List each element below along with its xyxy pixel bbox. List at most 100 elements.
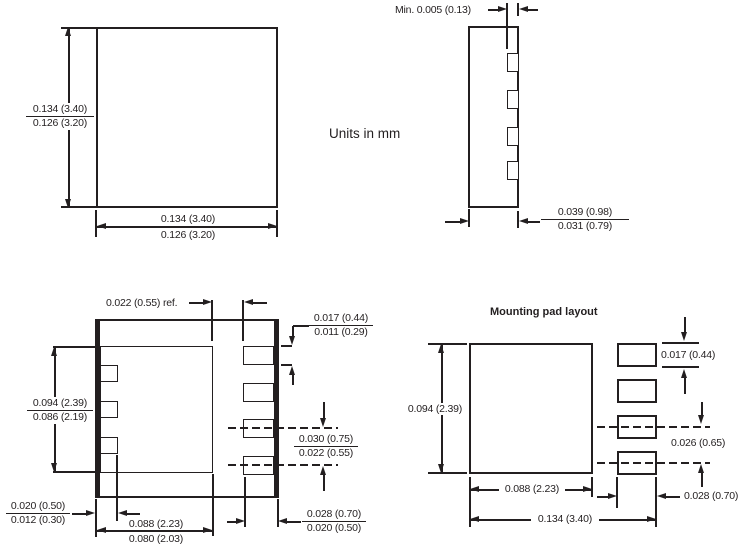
extension-line: [469, 477, 471, 527]
extension-line: [428, 472, 467, 474]
mounting-terminal-pad: [617, 379, 657, 403]
dimension-line: [323, 475, 325, 491]
dimension-label: 0.094 (2.39) 0.086 (2.19): [27, 397, 93, 424]
extension-line: [244, 477, 246, 527]
dimension-label: 0.088 (2.23): [499, 483, 565, 495]
dimension-line: [684, 378, 686, 394]
dimension-label: 0.017 (0.44) 0.011 (0.29): [309, 312, 373, 339]
dimension-label: 0.026 (0.65): [671, 437, 726, 449]
dimension-line: [445, 221, 460, 223]
extension-line: [116, 455, 118, 521]
dimension-line: [127, 513, 140, 515]
arrowhead: [681, 369, 687, 378]
center-pad: [100, 346, 213, 473]
arrowhead: [583, 486, 592, 492]
dimension-line: [287, 521, 301, 523]
extension-line: [428, 343, 467, 345]
arrowhead: [289, 336, 295, 345]
arrowhead: [289, 366, 295, 375]
extension-line: [53, 346, 100, 348]
extension-line: [61, 27, 97, 29]
arrowhead: [470, 486, 479, 492]
arrowhead: [698, 415, 704, 424]
edge-terminal-pad: [100, 365, 118, 382]
extension-line: [281, 364, 292, 366]
arrowhead: [438, 344, 444, 353]
extension-line: [517, 211, 519, 228]
extension-line: [212, 474, 214, 536]
arrowhead: [320, 466, 326, 475]
extension-line: [242, 300, 244, 341]
mounting-terminal-pad: [617, 343, 657, 367]
dimension-line: [97, 530, 212, 532]
dimension-line: [666, 496, 680, 498]
dimension-label: 0.022 (0.55) ref.: [106, 297, 178, 309]
arrowhead: [498, 6, 507, 12]
dimension-line: [701, 473, 703, 487]
extension-line: [655, 477, 657, 527]
dimension-label: 0.028 (0.70): [684, 490, 739, 502]
dimension-label: 0.088 (2.23): [128, 518, 184, 530]
terminal-pad: [243, 456, 274, 475]
arrowhead: [65, 199, 71, 208]
arrowhead: [51, 347, 57, 356]
arrowhead: [681, 332, 687, 341]
leader-line: [189, 302, 203, 304]
extension-line: [616, 477, 618, 508]
arrowhead: [470, 516, 479, 522]
arrowhead: [647, 516, 656, 522]
plan-view-outline: [96, 27, 278, 208]
dimension-label: 0.039 (0.98) 0.031 (0.79): [541, 206, 629, 233]
arrowhead: [244, 299, 253, 305]
arrowhead: [657, 493, 666, 499]
arrowhead: [236, 518, 245, 524]
dimension-line: [292, 326, 294, 336]
dimension-label: 0.126 (3.20): [160, 229, 216, 241]
dimension-label: 0.028 (0.70) 0.020 (0.50): [302, 508, 366, 535]
edge-terminal-pad: [100, 437, 118, 454]
dimension-line: [323, 402, 325, 418]
dimension-label: 0.020 (0.50) 0.012 (0.30): [6, 500, 70, 527]
arrowhead: [519, 6, 528, 12]
arrowhead: [519, 218, 528, 224]
dimension-label: 0.134 (3.40) 0.126 (3.20): [26, 103, 94, 130]
leader-line: [488, 9, 498, 11]
extension-line: [662, 342, 699, 344]
dimension-label: 0.134 (3.40): [160, 213, 216, 225]
dimension-label: 0.030 (0.75) 0.022 (0.55): [294, 433, 358, 460]
dimension-line: [701, 402, 703, 416]
extension-line: [61, 206, 97, 208]
leader-line: [528, 9, 538, 11]
arrowhead: [118, 510, 127, 516]
dimension-label: Min. 0.005 (0.13): [395, 4, 471, 16]
dimension-label: 0.017 (0.44): [661, 349, 716, 361]
dashed-centerline: [597, 426, 710, 428]
terminal-pad: [243, 419, 274, 438]
extension-line: [95, 499, 97, 537]
arrowhead: [203, 527, 212, 533]
dimension-line: [684, 317, 686, 333]
extension-line: [517, 3, 519, 16]
extension-line: [95, 210, 97, 237]
dimension-line: [528, 221, 540, 223]
arrowhead: [608, 493, 617, 499]
dashed-centerline: [597, 462, 710, 464]
leader-line: [293, 325, 309, 327]
dimension-label: 0.080 (2.03): [128, 533, 184, 545]
leader-line: [253, 302, 267, 304]
dimension-line: [597, 496, 608, 498]
terminal-pad: [243, 346, 274, 365]
arrowhead: [65, 27, 71, 36]
extension-line: [506, 3, 508, 49]
mounting-center-pad: [469, 343, 593, 474]
dimension-label: 0.134 (3.40): [531, 513, 599, 525]
arrowhead: [97, 527, 106, 533]
arrowhead: [460, 218, 469, 224]
arrowhead: [86, 510, 95, 516]
arrowhead: [97, 223, 106, 229]
arrowhead: [320, 418, 326, 427]
extension-line: [281, 345, 292, 347]
arrowhead: [438, 464, 444, 473]
terminal-pad: [507, 90, 519, 109]
